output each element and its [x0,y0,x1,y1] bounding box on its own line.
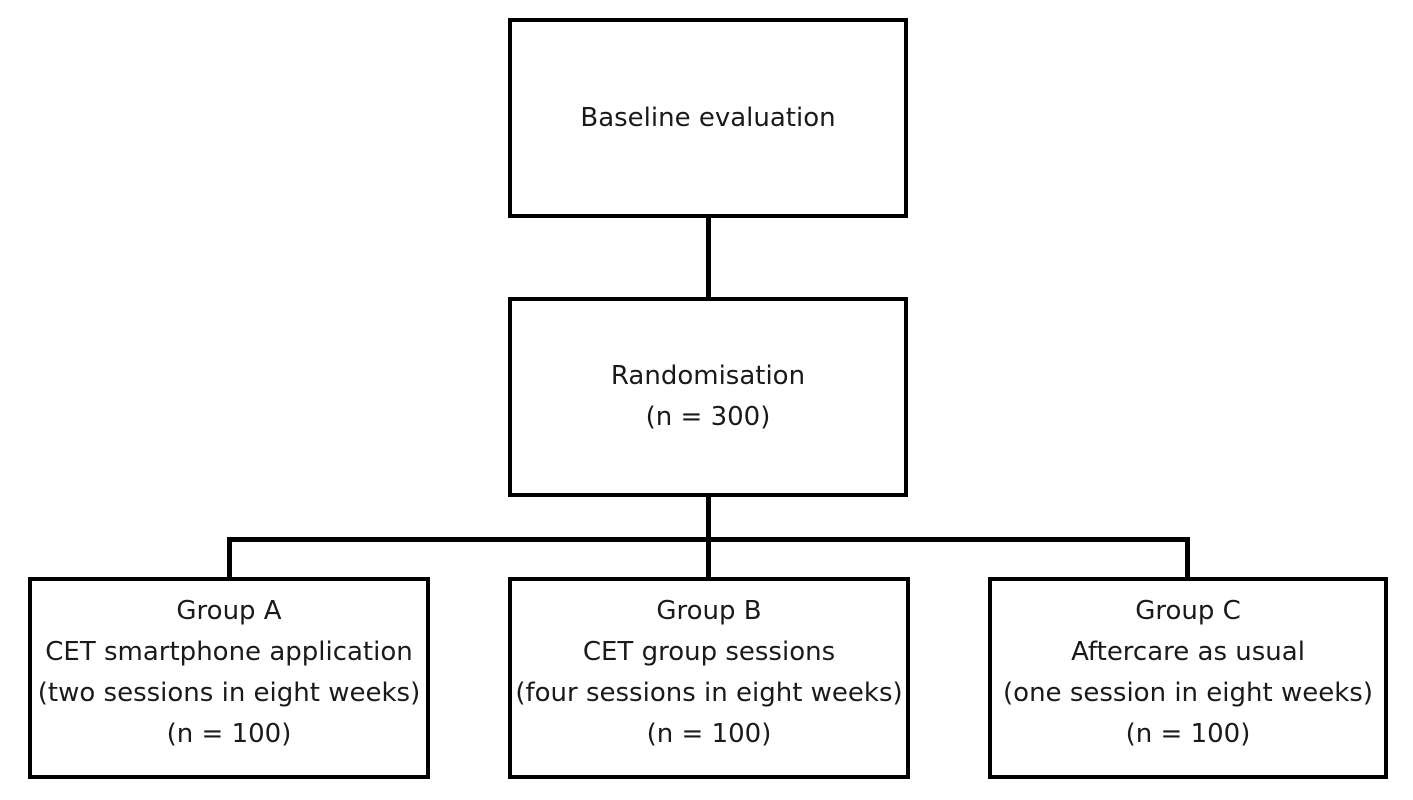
group-schedule: (one session in eight weeks) [1003,678,1373,708]
randomisation-label: Randomisation [610,361,806,391]
group-count: (n = 100) [166,719,292,749]
connector-branch-group-b [706,537,711,579]
group-count: (n = 100) [646,719,772,749]
connector-randomisation-branch [706,495,711,540]
connector-branch-group-c [1185,537,1190,579]
connector-baseline-randomisation [706,216,711,299]
group-name: Group A [176,596,282,626]
group-c-box: Group C Aftercare as usual (one session … [988,577,1388,779]
baseline-label: Baseline evaluation [580,102,836,133]
group-name: Group B [656,596,762,626]
baseline-evaluation-box: Baseline evaluation [508,18,908,218]
group-intervention: CET group sessions [582,637,836,667]
group-intervention: CET smartphone application [45,637,413,667]
group-b-box: Group B CET group sessions (four session… [508,577,910,779]
group-intervention: Aftercare as usual [1071,637,1305,667]
connector-branch-group-a [227,537,232,579]
group-schedule: (two sessions in eight weeks) [37,678,421,708]
randomisation-count: (n = 300) [645,402,771,432]
group-schedule: (four sessions in eight weeks) [515,678,903,708]
group-a-box: Group A CET smartphone application (two … [28,577,430,779]
group-name: Group C [1135,596,1241,626]
group-count: (n = 100) [1125,719,1251,749]
randomisation-box: Randomisation (n = 300) [508,297,908,497]
